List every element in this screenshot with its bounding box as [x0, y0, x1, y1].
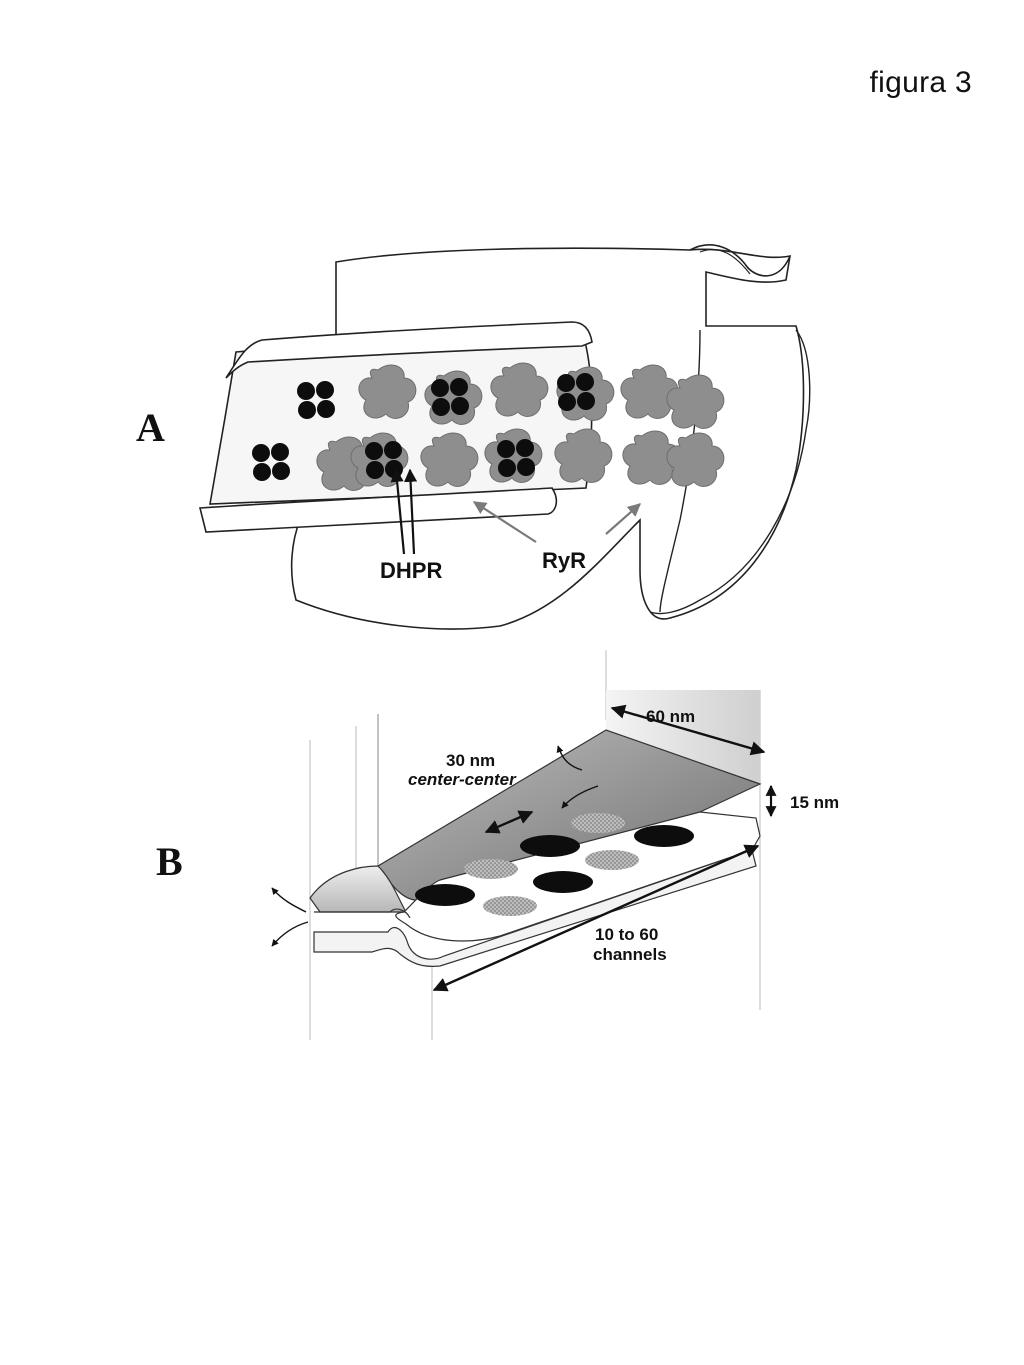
flow-arrow: [561, 785, 599, 809]
panel-a-letter: A: [136, 405, 165, 450]
dhpr-label: DHPR: [380, 558, 442, 583]
ryr-arrow: [472, 501, 537, 543]
ryr-label: RyR: [542, 548, 586, 573]
dhpr-arrow: [403, 468, 418, 555]
ryr-arrow: [605, 503, 641, 535]
channel-stippled: [585, 850, 639, 870]
channel-black: [533, 871, 593, 893]
channel-black: [520, 835, 580, 857]
panel-a-diagram: DHPR RyR: [198, 244, 811, 630]
spacing-dimension-arrow: [484, 810, 534, 834]
count-label-line2: channels: [593, 945, 667, 964]
width-dimension-arrow: [610, 704, 766, 756]
channel-black: [634, 825, 694, 847]
sr-curl: [689, 244, 791, 277]
flow-arrow: [271, 887, 307, 913]
dhpr-arrow: [390, 468, 406, 555]
figure-title: figura 3: [869, 66, 972, 99]
count-label-line1: 10 to 60: [595, 925, 658, 944]
count-dimension-arrow: [432, 844, 760, 992]
flow-arrow: [556, 745, 583, 771]
panel-b-letter: B: [156, 839, 183, 884]
channel-stippled: [571, 813, 625, 833]
channel-black: [415, 884, 475, 906]
flow-arrow: [271, 921, 309, 947]
gap-label: 15 nm: [790, 793, 839, 812]
panel-b-diagram: 60 nm 30 nm center-center 15 nm 10 to 60…: [271, 650, 839, 1040]
channel-stippled: [483, 896, 537, 916]
channel-stippled: [464, 859, 518, 879]
width-label: 60 nm: [646, 707, 695, 726]
spacing-qualifier-label: center-center: [408, 770, 517, 789]
spacing-label: 30 nm: [446, 751, 495, 770]
